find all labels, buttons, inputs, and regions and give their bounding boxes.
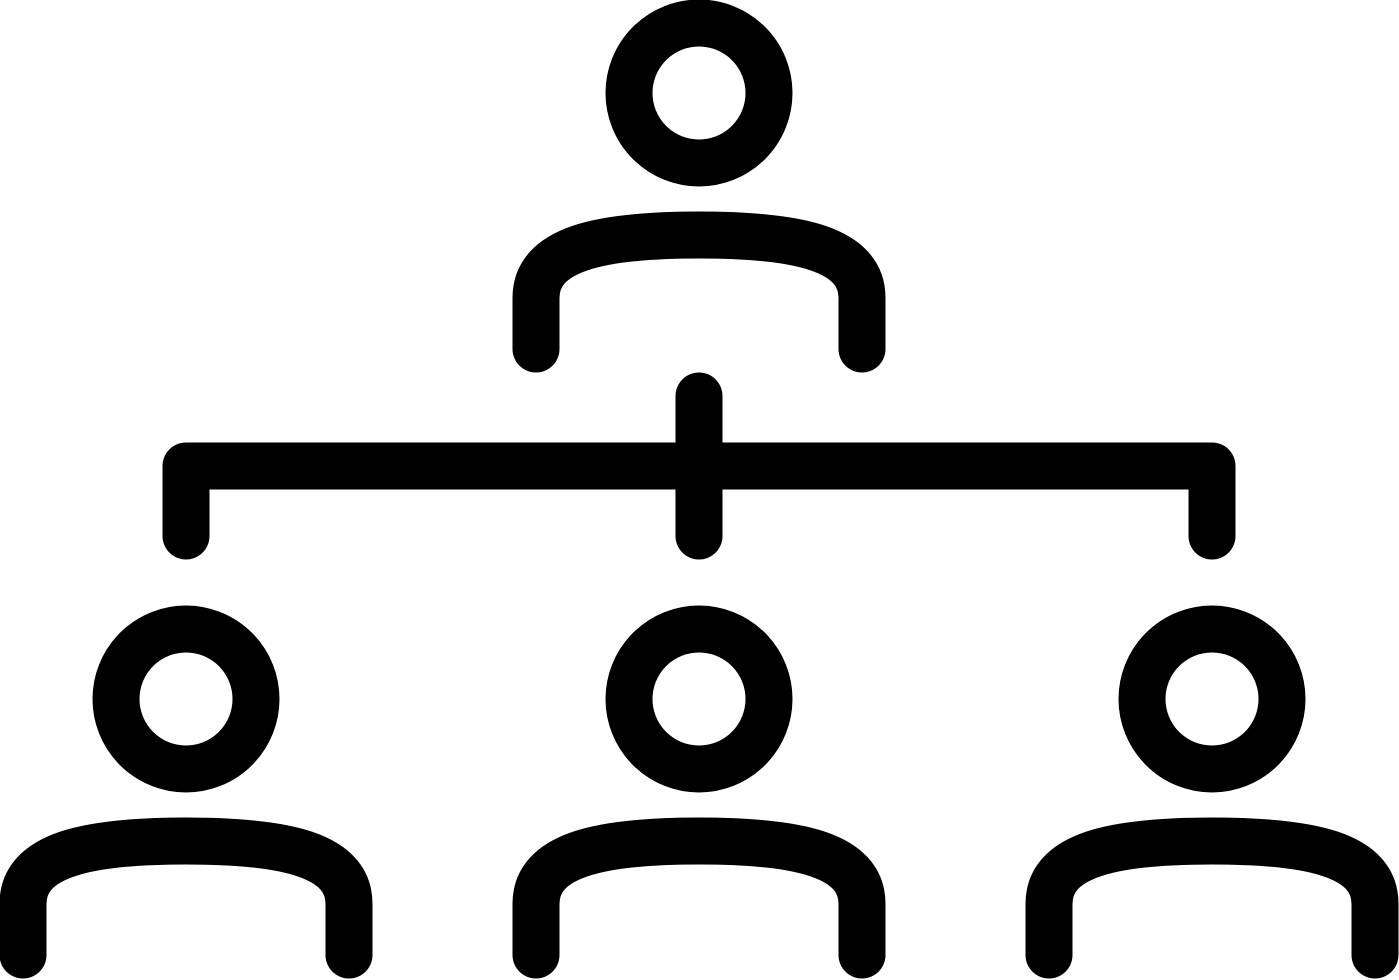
person-body bbox=[0, 817, 373, 979]
person-head bbox=[1118, 605, 1306, 793]
person-body bbox=[1025, 817, 1399, 979]
person-icon-center bbox=[512, 605, 886, 979]
person-icon-top bbox=[512, 0, 886, 373]
person-body bbox=[512, 211, 886, 373]
person-icon-right bbox=[1025, 605, 1399, 979]
person-head bbox=[605, 0, 793, 187]
connector-group bbox=[162, 372, 1236, 560]
person-head bbox=[605, 605, 793, 793]
person-head bbox=[92, 605, 280, 793]
connector-bar bbox=[162, 442, 1236, 560]
person-icon-left bbox=[0, 605, 373, 979]
person-body bbox=[512, 817, 886, 979]
